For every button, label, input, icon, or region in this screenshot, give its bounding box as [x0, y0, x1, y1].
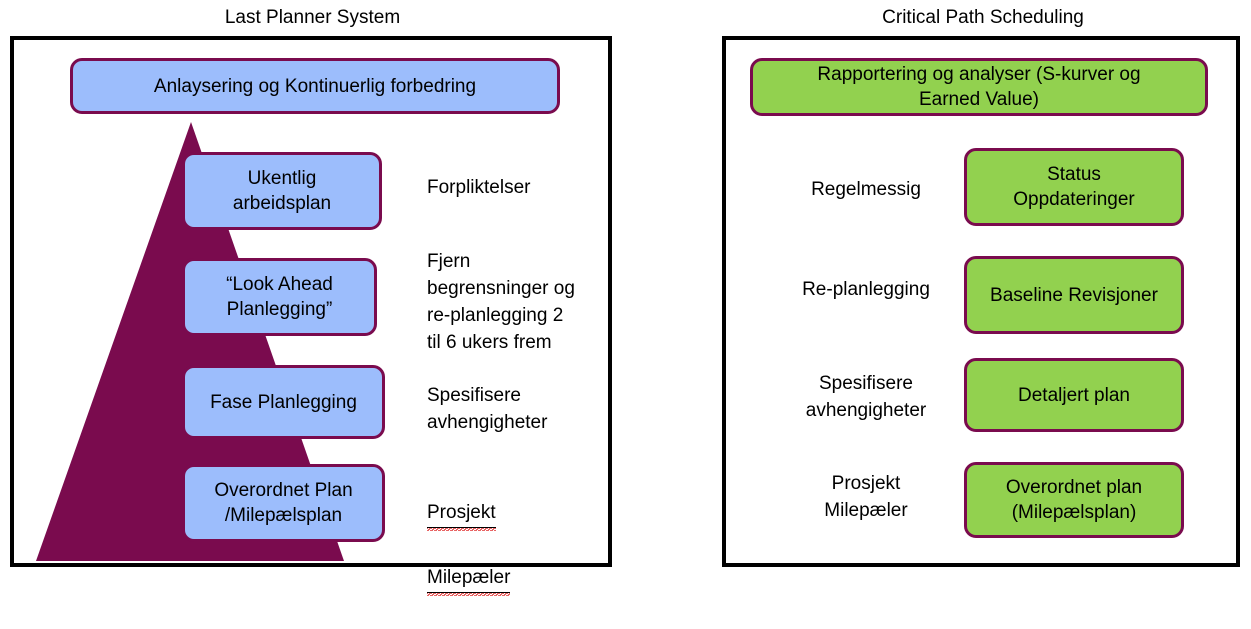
label-project-milestones: Prosjekt Milepæler: [824, 473, 908, 521]
box-continuous-improvement[interactable]: Anlaysering og Kontinuerlig forbedring: [70, 58, 560, 114]
box-weekly-work-plan[interactable]: Ukentlig arbeidsplan: [182, 152, 382, 230]
box-master-plan-milestone[interactable]: Overordnet Plan /Milepælsplan: [182, 464, 385, 542]
label-replanning: Re-planlegging: [802, 279, 930, 300]
box-look-ahead-planning[interactable]: “Look Ahead Planlegging”: [182, 258, 377, 336]
box-detailed-plan[interactable]: Detaljert plan: [964, 358, 1184, 432]
box-baseline-revisions[interactable]: Baseline Revisjoner: [964, 256, 1184, 334]
panel-critical-path-scheduling: Rapportering og analyser (S-kurver og Ea…: [722, 36, 1240, 567]
label-commitments: Forpliktelser: [427, 177, 531, 198]
panel-title-critical-path-scheduling: Critical Path Scheduling: [882, 7, 1084, 28]
panel-last-planner-system: Anlaysering og Kontinuerlig forbedring U…: [10, 36, 612, 596]
box-master-plan-milestone[interactable]: Overordnet plan (Milepælsplan): [964, 462, 1184, 538]
label-project-milestones-word: Milepæler: [427, 564, 622, 596]
box-status-updates[interactable]: Status Oppdateringer: [964, 148, 1184, 226]
box-phase-planning[interactable]: Fase Planlegging: [182, 365, 385, 439]
label-project-milestones-word: Prosjekt: [427, 499, 622, 531]
label-project-milestones: Prosjekt Milepæler: [427, 472, 622, 629]
panel-title-last-planner-system: Last Planner System: [224, 7, 401, 28]
label-specify-dependencies: Spesifisere avhengigheter: [427, 385, 548, 433]
label-specify-dependencies: Spesifisere avhengigheter: [805, 373, 927, 421]
label-regular: Regelmessig: [811, 179, 921, 200]
box-reporting-analysis[interactable]: Rapportering og analyser (S-kurver og Ea…: [750, 58, 1208, 116]
label-remove-constraints: Fjern begrensninger og re-planlegging 2 …: [427, 251, 575, 353]
